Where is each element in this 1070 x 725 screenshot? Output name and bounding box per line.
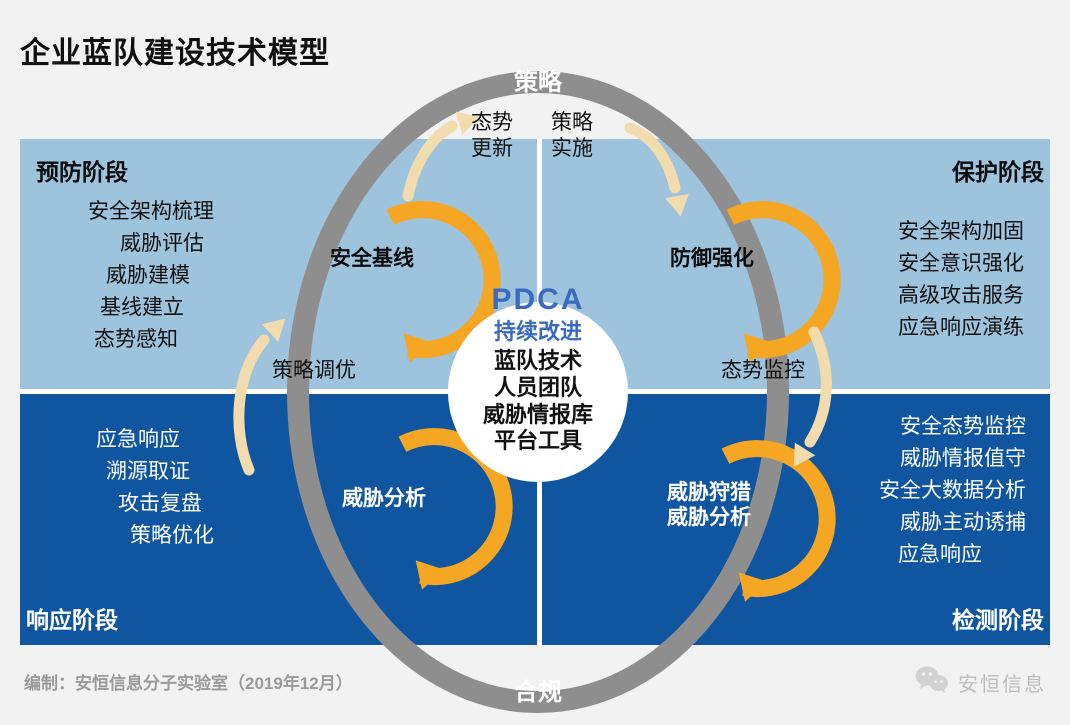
quadrant-items-respond: 应急响应 溯源取证 攻击复盘 策略优化 xyxy=(96,424,214,552)
flow-label-policy-implement: 策略 实施 xyxy=(551,110,623,161)
list-item: 安全态势监控 xyxy=(900,415,1026,438)
list-item: 安全架构加固 xyxy=(898,220,1024,243)
node-label-hunting-line1: 威胁狩猎 xyxy=(667,481,751,504)
flow-text: 实施 xyxy=(551,136,593,160)
flow-label-policy-tuning: 策略调优 xyxy=(272,359,356,382)
list-item: 安全架构梳理 xyxy=(88,200,214,223)
list-item: 应急响应 xyxy=(96,428,180,451)
quadrant-items-protect: 安全架构加固 安全意识强化 高级攻击服务 应急响应演练 xyxy=(898,216,1024,344)
watermark: 安恒信息 xyxy=(915,666,1046,698)
node-label-hunting-line2: 威胁分析 xyxy=(667,505,751,529)
list-item: 态势感知 xyxy=(94,327,178,351)
list-item: 威胁评估 xyxy=(120,231,204,255)
watermark-text: 安恒信息 xyxy=(958,673,1046,696)
node-label-baseline: 安全基线 xyxy=(330,247,414,270)
flow-label-situation-monitor: 态势监控 xyxy=(721,359,805,382)
flow-text: 态势 xyxy=(471,111,513,134)
quadrant-items-detect: 安全态势监控 威胁情报值守 安全大数据分析 威胁主动诱捕 应急响应 xyxy=(879,411,1026,571)
list-item: 威胁建模 xyxy=(106,263,190,287)
node-label-analysis: 威胁分析 xyxy=(342,487,426,510)
flow-text: 更新 xyxy=(471,136,513,160)
credit-text: 编制：安恒信息分子实验室（2019年12月） xyxy=(24,674,353,693)
ring-label-bottom: 合规 xyxy=(514,679,562,706)
list-item: 溯源取证 xyxy=(106,459,190,483)
quadrant-title-detect: 检测阶段 xyxy=(952,607,1044,633)
flow-label-situation-update: 态势 更新 xyxy=(456,110,528,161)
wechat-icon xyxy=(915,666,949,698)
quadrant-title-protect: 保护阶段 xyxy=(952,159,1044,185)
list-item: 威胁情报值守 xyxy=(900,446,1026,470)
quadrant-title-respond: 响应阶段 xyxy=(26,607,118,633)
node-label-defense: 防御强化 xyxy=(670,247,754,270)
list-item: 应急响应演练 xyxy=(898,315,1024,339)
flow-text: 策略 xyxy=(551,111,593,134)
page-title: 企业蓝队建设技术模型 xyxy=(20,37,330,70)
quadrant-title-prevent: 预防阶段 xyxy=(36,159,128,185)
list-item: 基线建立 xyxy=(100,295,184,319)
list-item: 威胁主动诱捕 xyxy=(900,510,1026,534)
node-label-hunting: 威胁狩猎 威胁分析 xyxy=(647,481,771,531)
list-item: 攻击复盘 xyxy=(118,491,202,515)
list-item: 安全大数据分析 xyxy=(879,478,1026,502)
ring-label-top: 策略 xyxy=(514,69,562,96)
quadrant-items-prevent: 安全架构梳理 威胁评估 威胁建模 基线建立 态势感知 xyxy=(88,196,214,356)
list-item: 安全意识强化 xyxy=(898,251,1024,275)
list-item: 高级攻击服务 xyxy=(898,283,1024,307)
list-item: 策略优化 xyxy=(130,523,214,547)
list-item: 应急响应 xyxy=(898,542,982,566)
